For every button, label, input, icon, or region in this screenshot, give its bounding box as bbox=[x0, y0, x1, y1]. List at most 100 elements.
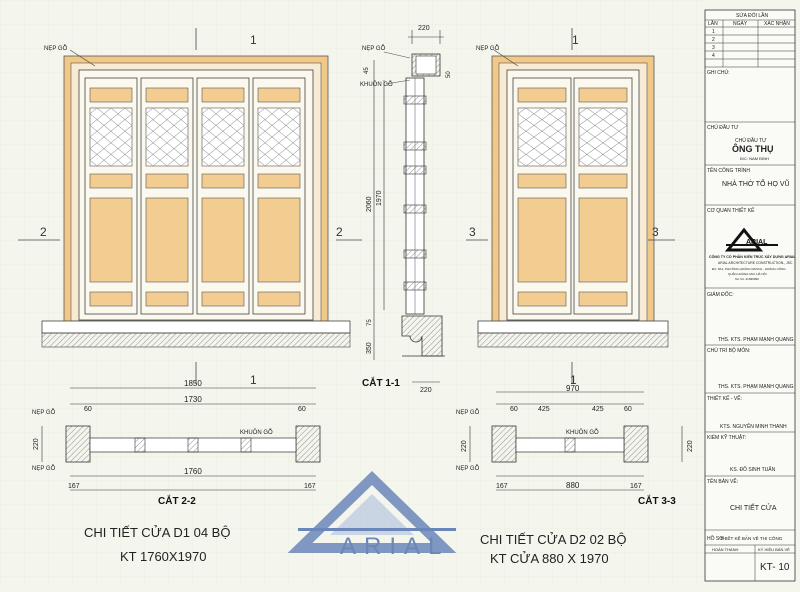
tb-kiem-ky-label: KIỂM KỸ THUẬT: bbox=[707, 434, 746, 441]
mark-2-left: 2 bbox=[40, 225, 47, 239]
d2-top-panel-1 bbox=[578, 87, 628, 103]
tb-ten-cong-trinh-label: TÊN CÔNG TRÌNH bbox=[707, 166, 750, 174]
tb-logo-mark bbox=[724, 227, 764, 252]
dim-50-section11: 50 bbox=[446, 71, 452, 78]
tb-ho-so-label: HỒ SƠ : bbox=[707, 535, 726, 542]
tb-company-en: ARIAL ARCHITECTURE CONSTRUCTION., JSC bbox=[718, 261, 793, 265]
label-khuon-go-22: KHUÔN GỖ bbox=[240, 429, 273, 436]
tb-drawing-title: CHI TIẾT CỬA bbox=[730, 502, 777, 512]
tb-kiem-ky-name: KS. ĐỖ SINH TUẤN bbox=[730, 466, 776, 473]
dim-220-22: 220 bbox=[33, 438, 40, 450]
door1-title: CHI TIẾT CỬA D1 04 BỘ bbox=[84, 525, 230, 540]
tb-col-lan: LẦN bbox=[708, 20, 718, 27]
dim-167-right-33: 167 bbox=[630, 483, 642, 490]
tb-co-quan-label: CƠ QUAN THIẾT KẾ bbox=[707, 207, 755, 214]
d1-mid-panel-2 bbox=[201, 173, 245, 189]
tb-logo-text: ARIAL bbox=[746, 239, 768, 246]
dim-880: 880 bbox=[566, 481, 580, 490]
section22-joint-0 bbox=[134, 437, 146, 453]
section-marks bbox=[18, 28, 675, 384]
label-khuon-go-33: KHUÔN GỖ bbox=[566, 429, 599, 436]
tb-owner-location: Đ/C: NAM ĐỊNH bbox=[740, 156, 769, 161]
door2-title: CHI TIẾT CỬA D2 02 BỘ bbox=[480, 532, 626, 547]
door-d2-elevation bbox=[477, 55, 669, 348]
tb-company-address2: QUẬN HOÀNG MAI, HÀ NỘI bbox=[728, 271, 767, 276]
dim-220-33-right: 220 bbox=[687, 440, 694, 452]
dim-1850: 1850 bbox=[184, 379, 202, 388]
tb-row-2: 2 bbox=[712, 37, 715, 43]
tb-ten-ban-ve-label: TÊN BẢN VẼ: bbox=[707, 477, 738, 485]
tb-giam-doc-label: GIÁM ĐỐC: bbox=[707, 291, 734, 298]
dim-220-top-section11: 220 bbox=[418, 25, 430, 32]
d1-lattice-2 bbox=[201, 107, 245, 167]
tb-col-xac-nhan: XÁC NHẬN bbox=[764, 20, 790, 27]
tb-company-tel: Tel: 04. 21999990 bbox=[735, 277, 759, 281]
title-section-3-3: CẮT 3-3 bbox=[638, 494, 676, 507]
label-nep-go-d2: NẸP GỖ bbox=[476, 45, 500, 52]
logo-text: ARIAL bbox=[340, 533, 449, 560]
tb-revision-header: SỬA ĐỔI LẦN bbox=[736, 12, 768, 19]
d1-lower-panel-1 bbox=[145, 197, 189, 283]
tb-owner-name: ÔNG THỤ bbox=[732, 143, 774, 154]
tb-thiet-ke-name: KTS. NGUYỄN MINH THANH bbox=[720, 423, 787, 430]
dim-220-33-left: 220 bbox=[461, 440, 468, 452]
tb-ky-hieu-label: KÝ HIỆU BẢN VẼ bbox=[758, 547, 790, 552]
dim-1970-section11: 1970 bbox=[376, 190, 383, 206]
tb-thiet-ke-label: THIẾT KẾ - VẼ: bbox=[707, 395, 742, 402]
d1-lattice-1 bbox=[145, 107, 189, 167]
d1-lower-panel-0 bbox=[89, 197, 133, 283]
label-nep-go-section11: NẸP GỖ bbox=[362, 45, 386, 52]
dim-75-section11: 75 bbox=[367, 319, 373, 326]
d2-bottom-panel-1 bbox=[578, 291, 628, 307]
door2-size: KT CỬA 880 X 1970 bbox=[490, 551, 609, 566]
dim-425-right: 425 bbox=[592, 406, 604, 413]
dim-167-right-22: 167 bbox=[304, 483, 316, 490]
arial-logo-watermark: ARIAL bbox=[287, 471, 457, 560]
d2-lattice-pattern-1 bbox=[578, 107, 628, 167]
mark-3-left: 3 bbox=[469, 225, 476, 239]
section-2-2 bbox=[41, 387, 321, 491]
mark-3-right: 3 bbox=[652, 225, 659, 239]
tb-company-name: CÔNG TY CỔ PHẦN KIẾN TRÚC XÂY DỰNG ARIAL bbox=[709, 254, 796, 259]
tb-project-name: NHÀ THỜ TỔ HỌ VŨ bbox=[722, 179, 790, 188]
label-nep-go-d1: NẸP GỖ bbox=[44, 45, 68, 52]
d1-mid-panel-0 bbox=[89, 173, 133, 189]
title-block: SỬA ĐỔI LẦN LẦN NGÀY XÁC NHẬN 1 2 3 4 GH… bbox=[704, 9, 796, 582]
dim-2060-section11: 2060 bbox=[366, 196, 373, 212]
mark-1-top-d2: 1 bbox=[572, 33, 579, 47]
d2-lattice-1 bbox=[578, 107, 628, 167]
mark-2-right: 2 bbox=[336, 225, 343, 239]
label-nep-go-22-top: NẸP GỖ bbox=[32, 409, 56, 416]
tb-row-4: 4 bbox=[712, 53, 715, 59]
dim-167-left-33: 167 bbox=[496, 483, 508, 490]
tb-ghi-chu: GHI CHÚ: bbox=[707, 69, 730, 76]
d2-lattice-pattern-0 bbox=[517, 107, 567, 167]
tb-chu-dau-tu-heading: CHỦ ĐẦU TƯ bbox=[735, 137, 767, 144]
tb-chu-tri-name: THS. KTS. PHẠM MẠNH QUANG bbox=[718, 384, 794, 390]
tb-row-3: 3 bbox=[712, 45, 715, 51]
tb-row-1: 1 bbox=[712, 29, 715, 35]
section33-joint-0 bbox=[564, 437, 576, 453]
dim-1760: 1760 bbox=[184, 467, 202, 476]
tb-chu-dau-tu-label: CHỦ ĐẦU TƯ bbox=[707, 124, 739, 131]
mark-1-bottom-d1: 1 bbox=[250, 373, 257, 387]
door-d1-elevation bbox=[41, 55, 351, 348]
d1-bottom-panel-3 bbox=[257, 291, 301, 307]
title-section-1-1: CẮT 1-1 bbox=[362, 376, 400, 389]
label-nep-go-33-top: NẸP GỖ bbox=[456, 409, 480, 416]
d2-bottom-panel-0 bbox=[517, 291, 567, 307]
d1-lattice-0 bbox=[89, 107, 133, 167]
dim-425-left: 425 bbox=[538, 406, 550, 413]
tb-company-address: ĐC: 8A1, PHƯỜNG HOÀNG RANCH - HOÀNG CÔNG bbox=[712, 266, 786, 271]
title-section-2-2: CẮT 2-2 bbox=[158, 494, 196, 507]
tb-col-ngay: NGÀY bbox=[733, 20, 748, 27]
d1-top-panel-2 bbox=[201, 87, 245, 103]
tb-chu-tri-label: CHỦ TRÌ BỘ MÔN: bbox=[707, 347, 750, 354]
d1-top-panel-0 bbox=[89, 87, 133, 103]
d1-lattice-3 bbox=[257, 107, 301, 167]
section-1-1 bbox=[373, 30, 445, 383]
d2-mid-panel-1 bbox=[578, 173, 628, 189]
d1-lattice-pattern-0 bbox=[89, 107, 133, 167]
